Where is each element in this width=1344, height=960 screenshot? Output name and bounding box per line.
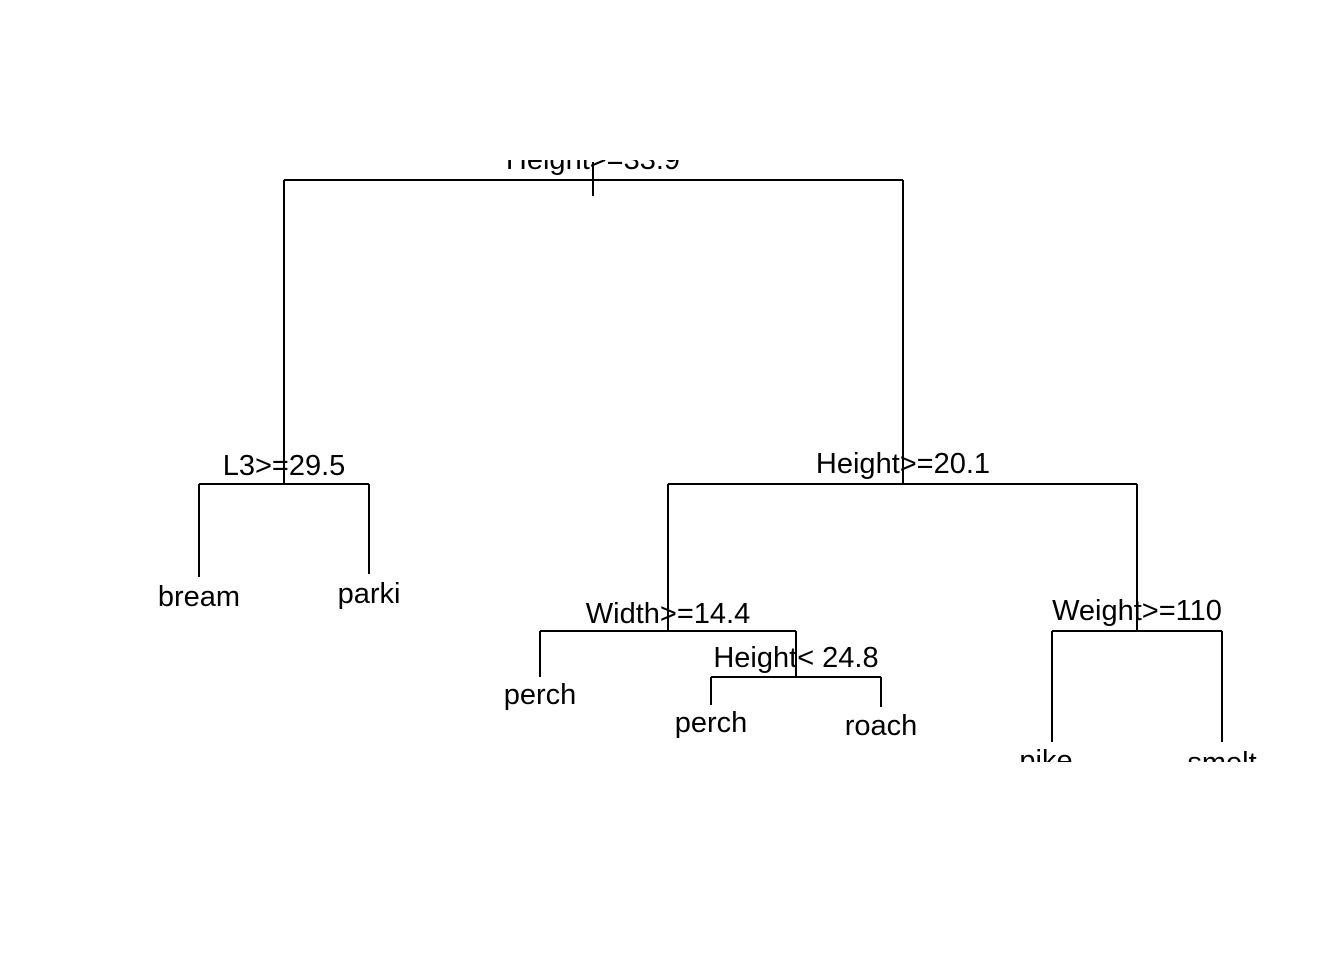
height248-split-label: Height< 24.8 xyxy=(713,642,878,674)
height201-split-label: Height>=20.1 xyxy=(816,448,990,480)
leaf-perch-2-label: perch xyxy=(675,707,748,739)
l3-split-label: L3>=29.5 xyxy=(223,450,346,482)
width-split-label: Width>=14.4 xyxy=(586,598,750,630)
weight-split-label: Weight>=110 xyxy=(1052,595,1222,627)
leaf-parki-label: parki xyxy=(338,578,401,610)
leaf-perch-1-label: perch xyxy=(504,679,577,711)
tree-plot-region: Height>=33.9 L3>=29.5 bream parki Height… xyxy=(158,144,1257,779)
leaf-pike-label: pike xyxy=(1019,745,1072,777)
root-split-label: Height>=33.9 xyxy=(506,144,680,176)
leaf-roach-label: roach xyxy=(845,710,918,742)
leaf-bream-label: bream xyxy=(158,581,240,613)
leaf-smelt-label: smelt xyxy=(1187,747,1256,779)
